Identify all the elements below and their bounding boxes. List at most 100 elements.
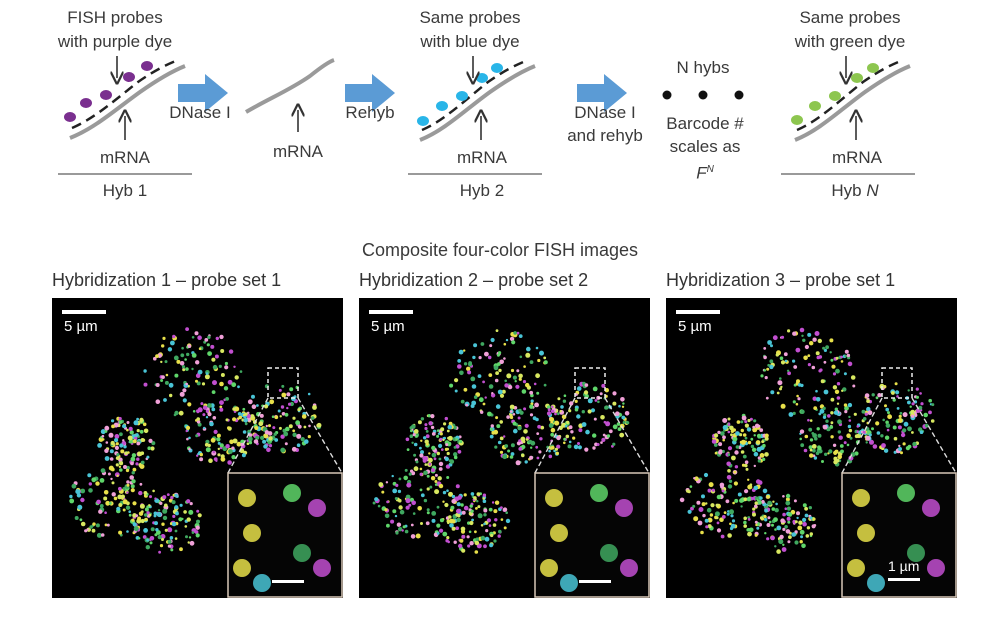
fish-spot [307,392,311,396]
fish-spot [483,522,486,526]
fish-spot [723,511,727,514]
fish-spot [77,504,83,510]
inset-spot [540,559,558,577]
fish-spot [191,336,195,339]
fish-spot [836,402,840,405]
fish-spot [764,532,767,535]
fish-spot [173,413,177,417]
fish-spot [756,433,762,438]
fish-spot [785,500,791,506]
fish-spot [100,429,106,435]
fish-spot [503,342,507,346]
fish-spot [429,485,433,489]
fish-spot [756,526,760,530]
fish-spot [815,397,821,402]
ellipsis-dot-1 [662,90,672,100]
fish-spot [497,389,503,395]
fish-spot [219,443,224,448]
fish-spot [713,443,718,447]
fish-spot [713,433,719,438]
fish-spot [264,404,269,409]
zoom-connector-line [534,397,576,474]
fish-spot [147,446,151,450]
fish-spot [769,359,774,364]
fish-spot [238,415,242,420]
fish-spot [408,472,412,476]
fish-spot [800,443,805,448]
fish-spot [178,517,183,522]
fish-spot [219,407,224,412]
inset-spot [615,499,633,517]
panel-2-fluorescence [372,329,650,598]
fish-spot [269,399,275,405]
fish-spot [569,401,574,406]
fish-spot [440,427,445,432]
fish-spot [179,391,185,397]
fish-spot [693,477,696,480]
fish-spot [445,443,449,447]
fish-spot [473,496,477,500]
fish-spot [232,438,238,444]
fish-spot [453,425,457,430]
fish-spot [829,351,832,354]
fish-spot [173,355,179,361]
fish-spot [843,441,847,445]
fish-spot [453,540,457,544]
fish-spot [109,457,114,461]
fish-spot [174,505,179,510]
fish-spot [146,538,149,542]
fish-spot [517,416,521,420]
fish-spot [420,493,425,498]
fish-spot [209,421,214,427]
fish-spot [554,447,558,451]
fish-spot [164,380,169,385]
fish-spot [149,495,152,499]
fish-spot [101,434,105,438]
fish-spot [587,409,592,414]
fish-spot [813,456,818,460]
fish-spot [437,476,442,481]
fish-spot [129,430,134,435]
fish-spot [157,509,161,512]
fish-spot [897,418,903,423]
fish-spot [431,518,436,523]
fish-spot [535,417,539,422]
fish-spot [171,500,176,505]
fish-spot [227,426,231,430]
fish-spot [242,407,246,411]
fish-spot [743,524,747,528]
fish-spot [425,442,429,446]
fish-spot [740,428,744,433]
fish-spot [622,402,625,405]
fish-spot [570,430,574,434]
fish-spot [228,449,233,454]
zoom-connector-line [227,397,269,474]
fish-spot [803,448,808,453]
fish-spot [725,499,730,504]
fish-spot [801,543,806,549]
fish-spot [475,537,480,541]
fish-spot [206,343,210,347]
fish-spot [800,535,804,539]
fish-spot [461,548,466,553]
fish-spot [130,484,135,489]
inset-spot [897,484,915,502]
fish-spot [278,388,282,392]
fish-spot [871,427,874,431]
fish-spot [564,424,568,428]
fish-spot [513,331,517,335]
fish-spot [417,506,422,511]
fish-spot [716,521,720,525]
fish-spot [804,506,808,511]
fish-spot [548,454,553,459]
fish-spot [211,407,216,412]
fish-spot [866,406,871,412]
fish-spot [868,433,872,437]
fish-spot [182,388,187,393]
fish-spot [766,523,771,527]
fish-spot [439,437,443,441]
inset-scale-bar [272,580,304,583]
fish-spot [394,514,398,518]
fish-spot [625,421,629,424]
fish-spot [708,482,714,488]
